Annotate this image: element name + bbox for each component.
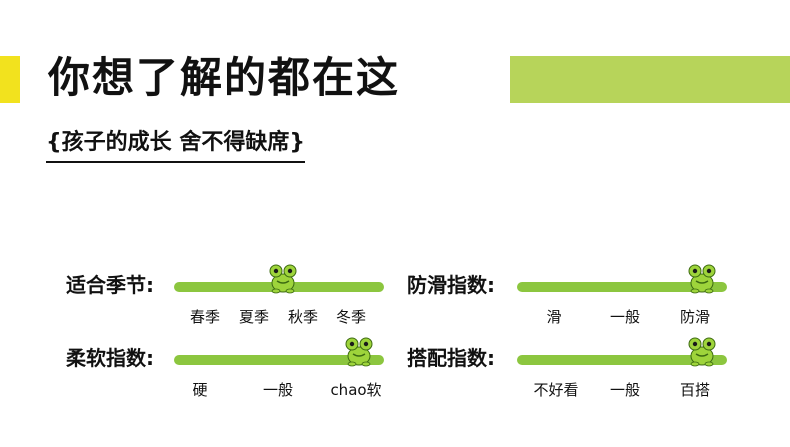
right-accent-bar bbox=[510, 56, 790, 103]
page-title: 你想了解的都在这 bbox=[48, 53, 401, 102]
rating-option: 不好看 bbox=[533, 381, 579, 399]
rating-label: 适合季节: bbox=[66, 273, 154, 297]
left-accent-bar bbox=[0, 56, 20, 103]
rating-option: 百搭 bbox=[679, 381, 711, 399]
rating-option: 夏季 bbox=[238, 308, 270, 326]
rating-option: 一般 bbox=[609, 308, 641, 326]
rating-slip-resistance: 防滑指数: 滑 一般 防滑 bbox=[407, 264, 777, 341]
rating-label: 柔软指数: bbox=[66, 346, 154, 370]
rating-option: 一般 bbox=[609, 381, 641, 399]
rating-option: 一般 bbox=[262, 381, 294, 399]
rating-option: 秋季 bbox=[287, 308, 319, 326]
rating-season: 适合季节: 春季 夏季 秋季 冬季 bbox=[66, 264, 436, 341]
rating-option: 防滑 bbox=[679, 308, 711, 326]
rating-softness: 柔软指数: 硬 一般 chao软 bbox=[66, 337, 436, 414]
frog-icon bbox=[688, 264, 716, 294]
rating-label: 防滑指数: bbox=[407, 273, 495, 297]
subheading: {孩子的成长 舍不得缺席} bbox=[46, 127, 305, 163]
rating-option: chao软 bbox=[330, 381, 382, 399]
rating-track bbox=[517, 264, 727, 294]
frog-icon bbox=[688, 337, 716, 367]
rating-option: 冬季 bbox=[335, 308, 367, 326]
rating-matching: 搭配指数: 不好看 一般 百搭 bbox=[407, 337, 777, 414]
rating-option: 春季 bbox=[189, 308, 221, 326]
rating-track bbox=[174, 337, 384, 367]
rating-track bbox=[517, 337, 727, 367]
rating-label: 搭配指数: bbox=[407, 346, 495, 370]
rating-track bbox=[174, 264, 384, 294]
rating-option: 硬 bbox=[192, 381, 208, 399]
frog-icon bbox=[269, 264, 297, 294]
frog-icon bbox=[345, 337, 373, 367]
rating-option: 滑 bbox=[546, 308, 562, 326]
